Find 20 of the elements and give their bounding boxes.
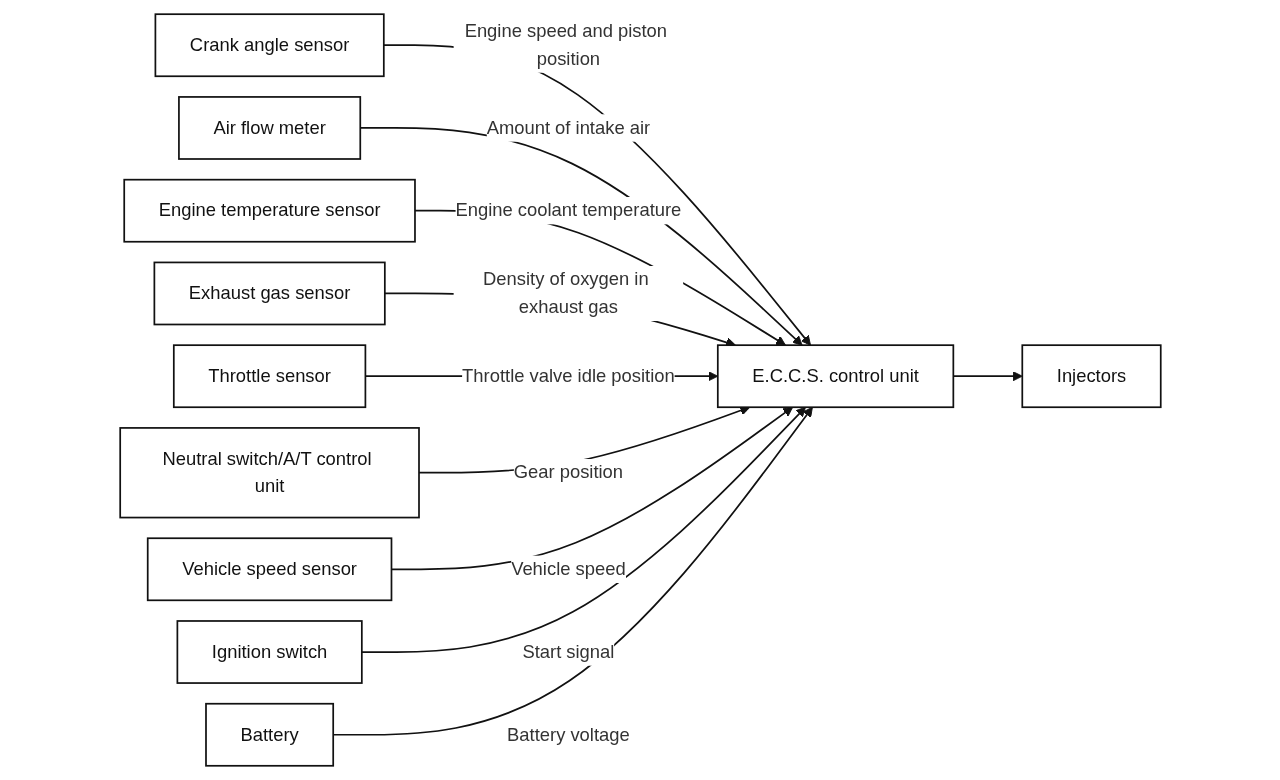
edge-label: Amount of intake air <box>486 117 650 138</box>
edge-label: Vehicle speed <box>510 558 626 579</box>
edge-label: Engine coolant temperature <box>454 200 681 220</box>
node-box: Exhaust gas sensor <box>153 261 386 326</box>
node-box: Ignition switch <box>176 620 363 684</box>
edge-label: Engine speed and piston position <box>464 21 667 69</box>
node-box: Neutral switch/A/T control unit <box>118 427 420 519</box>
edge-label: Start signal <box>521 641 614 662</box>
node-box: Vehicle speed sensor <box>146 537 392 602</box>
node-box: Engine temperature sensor <box>122 178 416 243</box>
node-box: E.C.C.S. control unit <box>716 344 954 409</box>
edge-label: Density of oxygen in exhaust gas <box>482 269 649 317</box>
node-box: Crank angle sensor <box>154 13 385 78</box>
edge-label: Gear position <box>513 462 623 482</box>
node-box: Throttle sensor <box>172 344 366 409</box>
node-box: Battery <box>204 702 334 767</box>
node-box: Injectors <box>1020 344 1162 409</box>
edge-label: Battery voltage <box>506 724 630 744</box>
edge-label: Throttle valve idle position <box>461 365 675 386</box>
node-box: Air flow meter <box>177 96 361 160</box>
